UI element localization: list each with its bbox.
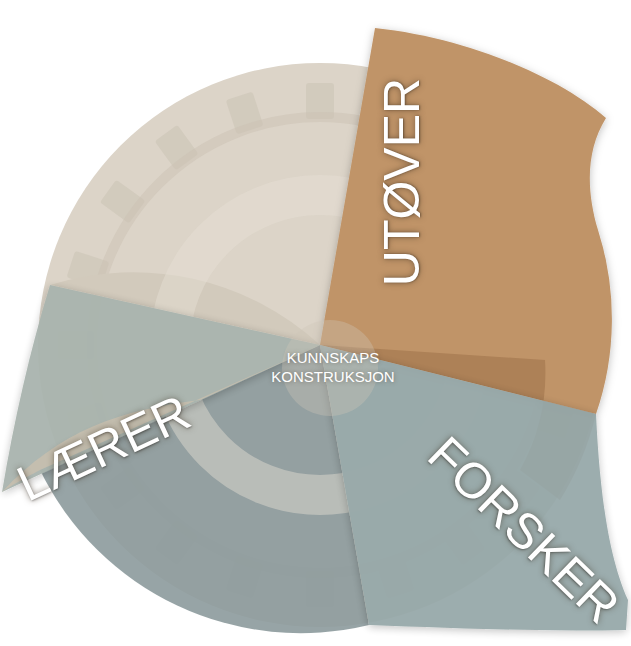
role-name: UTØVER — [377, 78, 427, 286]
role-blade: UTØVER — [377, 78, 427, 286]
center-label: KUNNSKAPS KONSTRUKSJON — [268, 349, 398, 387]
center-text: KUNNSKAPS KONSTRUKSJON — [268, 349, 398, 387]
